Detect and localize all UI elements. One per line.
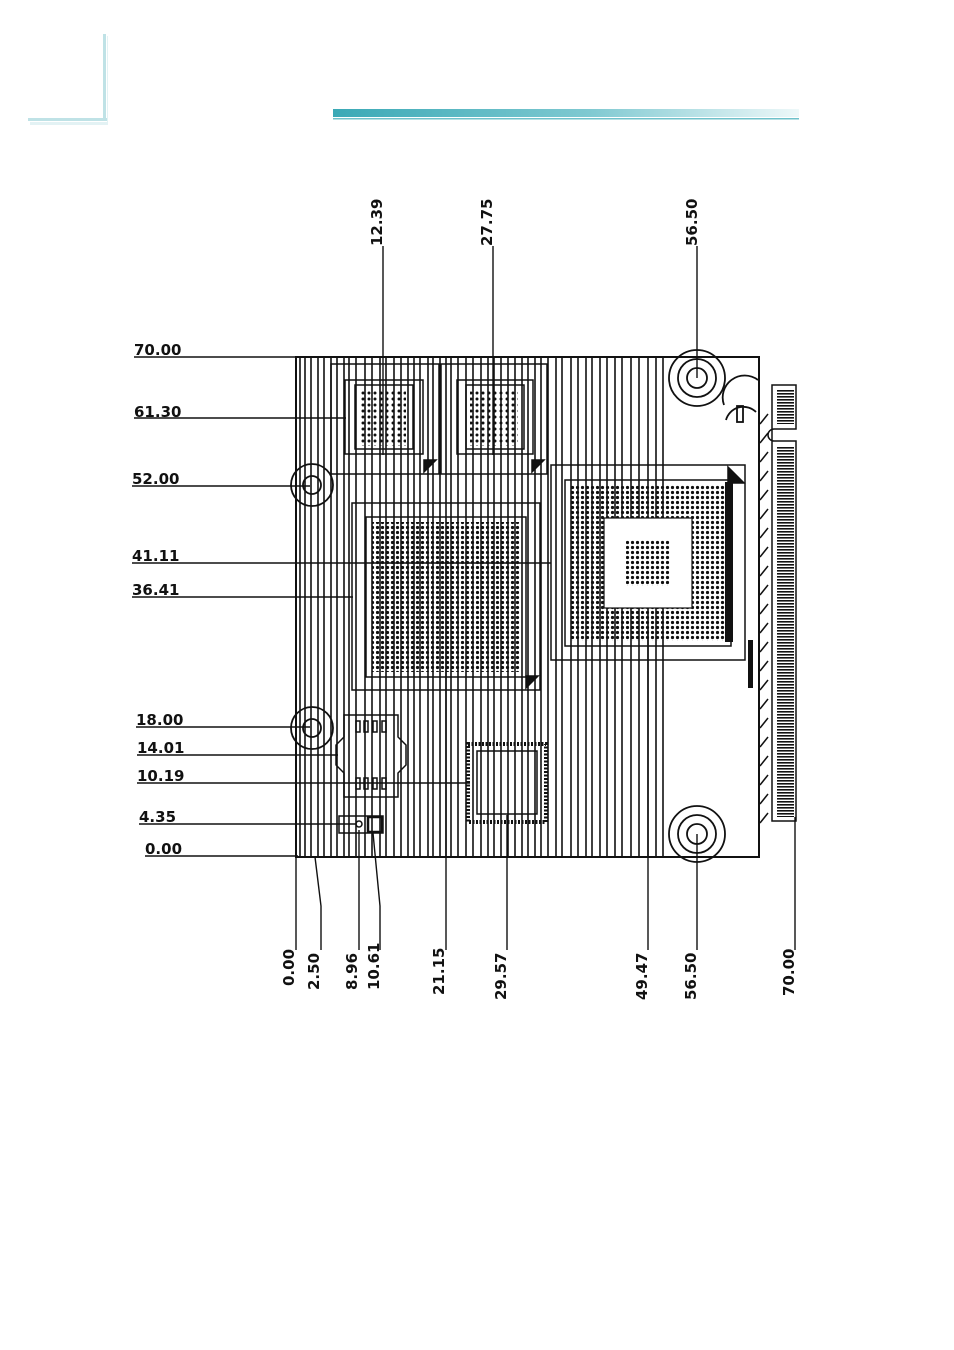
edge-connector — [767, 384, 797, 822]
dim-top-56-50: 56.50 — [683, 199, 701, 246]
dim-bottom-8-96: 8.96 — [343, 953, 361, 990]
dim-left-36-41: 36.41 — [132, 581, 179, 599]
dim-left-14-01: 14.01 — [137, 739, 184, 757]
dim-bottom-56-50: 56.50 — [682, 953, 700, 1000]
page-corner-mark — [28, 34, 108, 125]
board-outline — [295, 356, 760, 858]
memory-connector-left — [330, 363, 440, 475]
memory-connector-right — [440, 363, 548, 475]
cpu-socket — [550, 464, 753, 688]
dim-left-61-30: 61.30 — [134, 403, 181, 421]
dimension-leaders — [132, 246, 796, 950]
dim-left-18-00: 18.00 — [136, 711, 183, 729]
dim-top-27-75: 27.75 — [478, 199, 496, 246]
dim-bottom-10-61: 10.61 — [365, 943, 383, 990]
dim-left-10-19: 10.19 — [137, 767, 184, 785]
dim-bottom-21-15: 21.15 — [430, 948, 448, 995]
dim-left-52-00: 52.00 — [132, 470, 179, 488]
dim-bottom-70-00: 70.00 — [780, 949, 798, 996]
dim-left-0-00: 0.00 — [145, 840, 182, 858]
dim-left-4-35: 4.35 — [139, 808, 176, 826]
dim-bottom-0-00: 0.00 — [280, 949, 298, 986]
dim-left-70-00: 70.00 — [134, 341, 181, 359]
dim-bottom-49-47: 49.47 — [633, 953, 651, 1000]
dim-left-41-11: 41.11 — [132, 547, 179, 565]
dimension-labels: 12.39 27.75 56.50 70.00 61.30 52.00 41.1… — [132, 199, 798, 1000]
edge-connector-ticks — [759, 413, 769, 824]
dim-bottom-2-50: 2.50 — [305, 953, 323, 990]
small-socket — [335, 714, 407, 834]
dim-bottom-29-57: 29.57 — [492, 953, 510, 1000]
dim-top-12-39: 12.39 — [368, 199, 386, 246]
header-accent-bar — [333, 109, 799, 120]
